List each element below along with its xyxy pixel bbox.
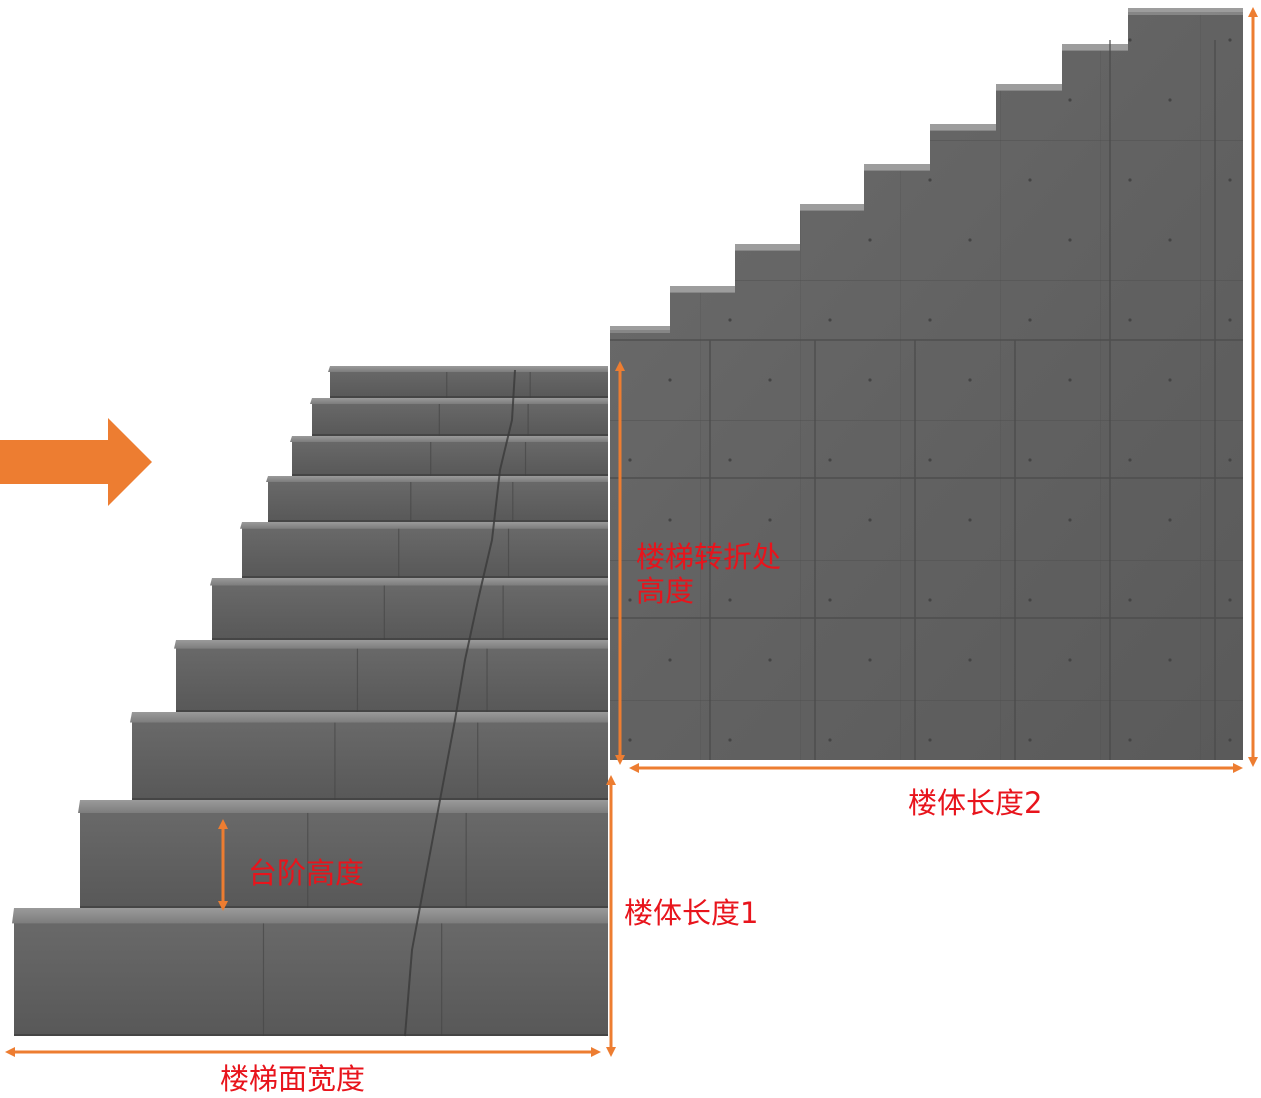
stair-step (132, 712, 608, 800)
upper-stair-block (610, 8, 1243, 760)
stair-step (176, 640, 608, 712)
stair-step (212, 578, 608, 640)
stair-tread (266, 476, 608, 482)
stair-tread (290, 436, 608, 442)
dimension-lines (5, 6, 1258, 1057)
turn-height-label: 楼梯转折处 高度 (636, 540, 781, 608)
stair-width-label: 楼梯面宽度 (220, 1062, 366, 1096)
stair-step (80, 800, 608, 908)
turn-height-label-line2: 高度 (636, 574, 695, 608)
step-height-label: 台阶高度 (248, 856, 365, 890)
body-length-1-label: 楼体长度1 (624, 896, 759, 930)
stair-step (268, 476, 608, 522)
stair-tread (12, 908, 608, 924)
stair-tread (210, 578, 608, 586)
stair-step (312, 398, 608, 436)
stair-tread (130, 712, 608, 723)
body-length-2-label: 楼体长度2 (908, 786, 1043, 820)
stair-step (292, 436, 608, 476)
stair-tread (240, 522, 608, 529)
stair-step (242, 522, 608, 578)
stair-tread (174, 640, 608, 649)
concrete-crack (404, 369, 516, 1037)
stair-tread (78, 800, 608, 813)
right-arrow-icon (0, 418, 152, 506)
lower-stair-block (12, 366, 608, 1037)
stair-step (14, 908, 608, 1036)
stair-tread (328, 366, 608, 372)
stair-tread (310, 398, 608, 404)
turn-height-label-line1: 楼梯转折处 (636, 540, 782, 574)
